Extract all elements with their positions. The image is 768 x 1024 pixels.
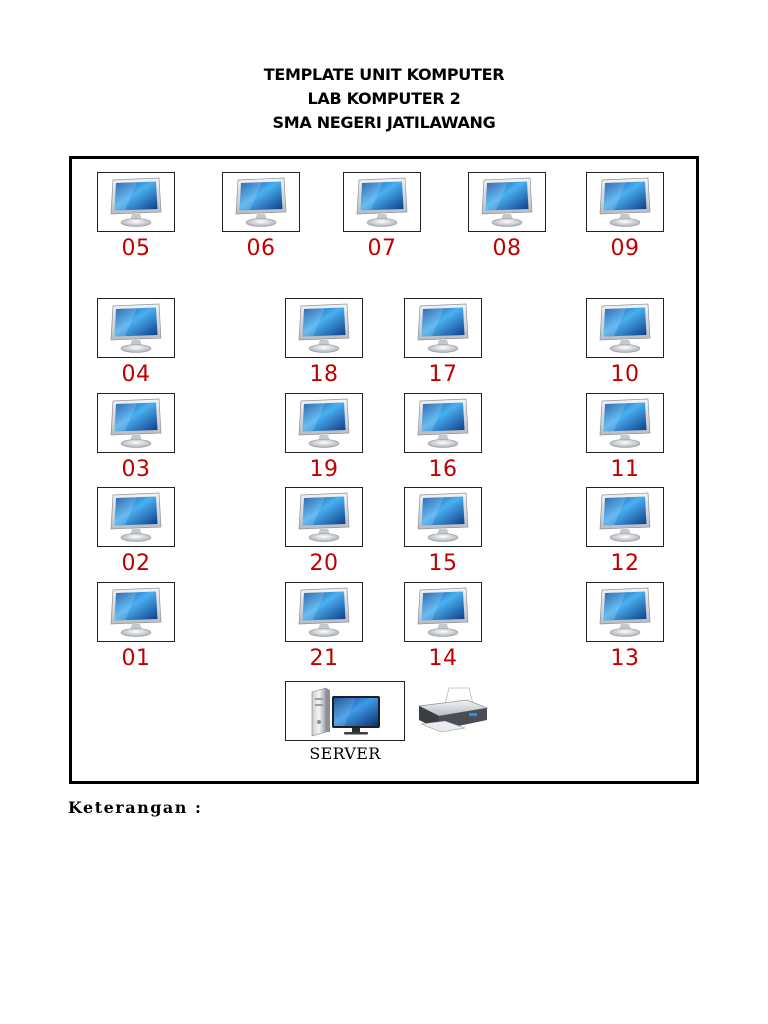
unit-number: 16	[428, 457, 458, 482]
monitor-icon	[285, 298, 363, 358]
computer-unit: 16	[404, 393, 482, 484]
unit-number: 02	[121, 551, 151, 576]
computer-unit: 01	[97, 582, 175, 673]
computer-unit: 20	[285, 487, 363, 578]
computer-unit: 21	[285, 582, 363, 673]
computer-unit: 13	[586, 582, 664, 673]
unit-number: 05	[121, 236, 151, 261]
monitor-icon	[586, 487, 664, 547]
monitor-icon	[97, 487, 175, 547]
computer-unit: 04	[97, 298, 175, 389]
computer-unit: 19	[285, 393, 363, 484]
server-label: SERVER	[309, 744, 381, 763]
computer-unit: 14	[404, 582, 482, 673]
monitor-icon	[285, 582, 363, 642]
unit-number: 03	[121, 457, 151, 482]
monitor-icon	[222, 172, 300, 232]
unit-number: 01	[121, 646, 151, 671]
title-line-1: TEMPLATE UNIT KOMPUTER	[263, 65, 505, 84]
monitor-icon	[97, 298, 175, 358]
unit-number: 19	[309, 457, 339, 482]
monitor-icon	[343, 172, 421, 232]
monitor-icon	[404, 393, 482, 453]
printer-icon	[411, 686, 491, 743]
unit-number: 04	[121, 362, 151, 387]
computer-unit: 09	[586, 172, 664, 263]
monitor-icon	[586, 582, 664, 642]
monitor-icon	[404, 298, 482, 358]
computer-unit: 15	[404, 487, 482, 578]
unit-number: 20	[309, 551, 339, 576]
monitor-icon	[97, 393, 175, 453]
unit-number: 14	[428, 646, 458, 671]
unit-number: 17	[428, 362, 458, 387]
monitor-icon	[586, 393, 664, 453]
computer-unit: 02	[97, 487, 175, 578]
unit-number: 08	[492, 236, 522, 261]
title-line-3: SMA NEGERI JATILAWANG	[272, 113, 496, 132]
server-workstation-icon	[285, 681, 405, 741]
computer-unit: 12	[586, 487, 664, 578]
unit-number: 12	[610, 551, 640, 576]
computer-unit: 18	[285, 298, 363, 389]
monitor-icon	[404, 487, 482, 547]
monitor-icon	[285, 393, 363, 453]
computer-unit: 06	[222, 172, 300, 263]
unit-number: 10	[610, 362, 640, 387]
unit-number: 11	[610, 457, 640, 482]
keterangan-label: Keterangan :	[68, 798, 203, 817]
computer-unit: 17	[404, 298, 482, 389]
computer-unit: 10	[586, 298, 664, 389]
unit-number: 09	[610, 236, 640, 261]
computer-unit: 11	[586, 393, 664, 484]
unit-number: 06	[246, 236, 276, 261]
title-line-2: LAB KOMPUTER 2	[307, 89, 461, 108]
monitor-icon	[404, 582, 482, 642]
computer-unit: 03	[97, 393, 175, 484]
computer-unit: 05	[97, 172, 175, 263]
monitor-icon	[97, 172, 175, 232]
unit-number: 07	[367, 236, 397, 261]
document-title: TEMPLATE UNIT KOMPUTER LAB KOMPUTER 2 SM…	[0, 63, 768, 135]
monitor-icon	[586, 172, 664, 232]
unit-number: 18	[309, 362, 339, 387]
lab-layout-frame	[69, 156, 699, 784]
unit-number: 21	[309, 646, 339, 671]
monitor-icon	[468, 172, 546, 232]
monitor-icon	[285, 487, 363, 547]
monitor-icon	[586, 298, 664, 358]
unit-number: 15	[428, 551, 458, 576]
unit-number: 13	[610, 646, 640, 671]
computer-unit: 08	[468, 172, 546, 263]
computer-unit: 07	[343, 172, 421, 263]
monitor-icon	[97, 582, 175, 642]
